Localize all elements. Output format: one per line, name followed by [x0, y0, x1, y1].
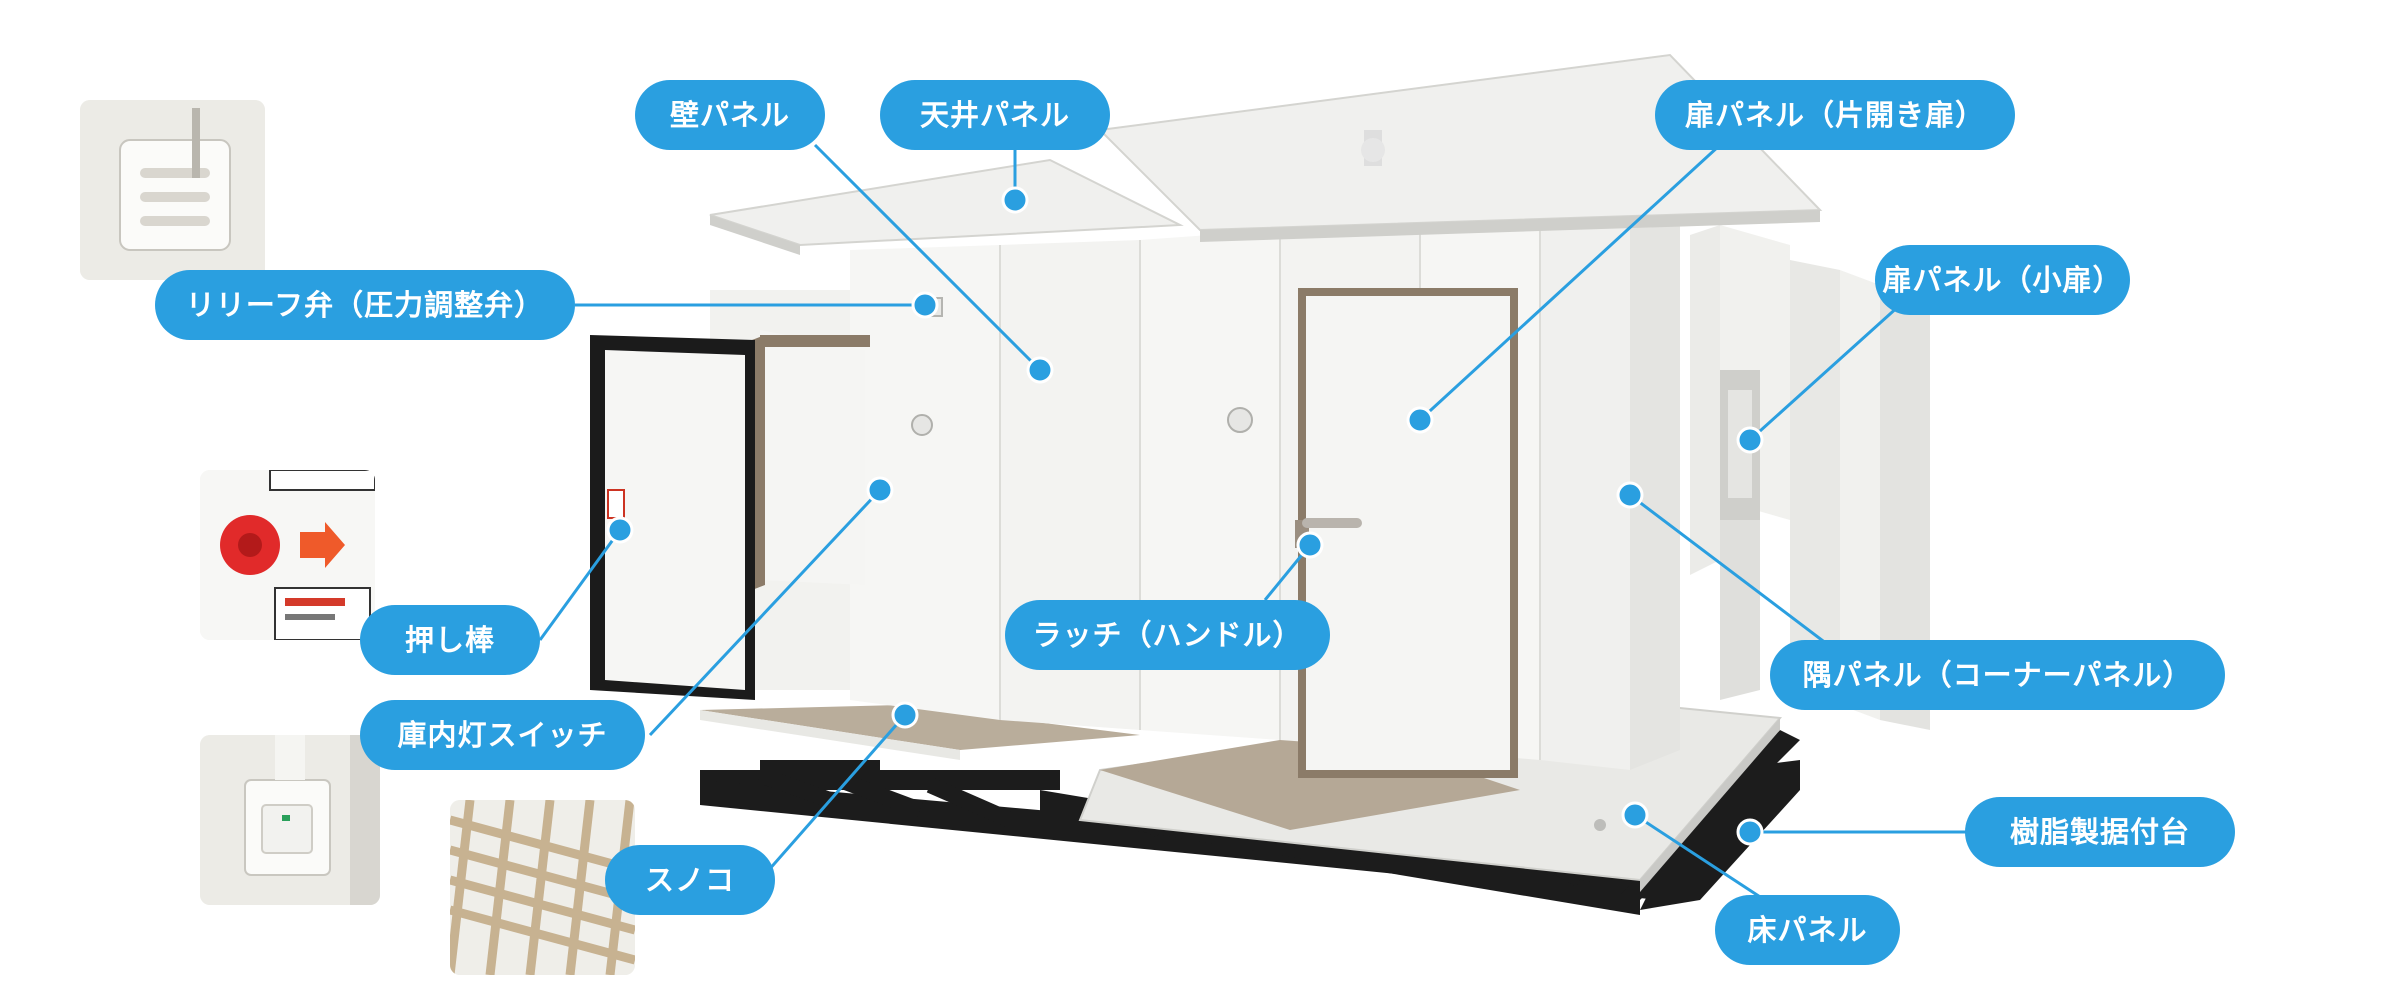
label-push-rod: 押し棒 — [360, 605, 540, 675]
label-resin-base: 樹脂製据付台 — [1965, 797, 2235, 867]
leader-dots — [606, 186, 1764, 846]
label-light-switch: 庫内灯スイッチ — [360, 700, 645, 770]
label-door-panel-single: 扉パネル（片開き扉） — [1655, 80, 2015, 150]
label-relief-valve: リリーフ弁（圧力調整弁） — [155, 270, 575, 340]
label-corner-panel: 隅パネル（コーナーパネル） — [1770, 640, 2225, 710]
ceiling-panels — [709, 53, 1823, 255]
push-rod-photo — [200, 470, 375, 640]
label-ceiling-panel: 天井パネル — [880, 80, 1110, 150]
relief-valve-photo — [80, 100, 265, 280]
sunoko-photo — [450, 800, 635, 975]
label-door-panel-small: 扉パネル（小扉） — [1875, 245, 2130, 315]
label-wall-panel: 壁パネル — [635, 80, 825, 150]
label-floor-panel: 床パネル — [1715, 895, 1900, 965]
label-sunoko: スノコ — [605, 845, 775, 915]
label-latch-handle: ラッチ（ハンドル） — [1005, 600, 1330, 670]
single-door — [1295, 288, 1518, 778]
open-door-left — [590, 330, 870, 700]
light-switch-photo — [200, 735, 380, 905]
leader-lines — [538, 143, 1990, 912]
corner-panel-shape — [1630, 190, 1680, 770]
end-wall-slabs — [1690, 225, 1930, 730]
